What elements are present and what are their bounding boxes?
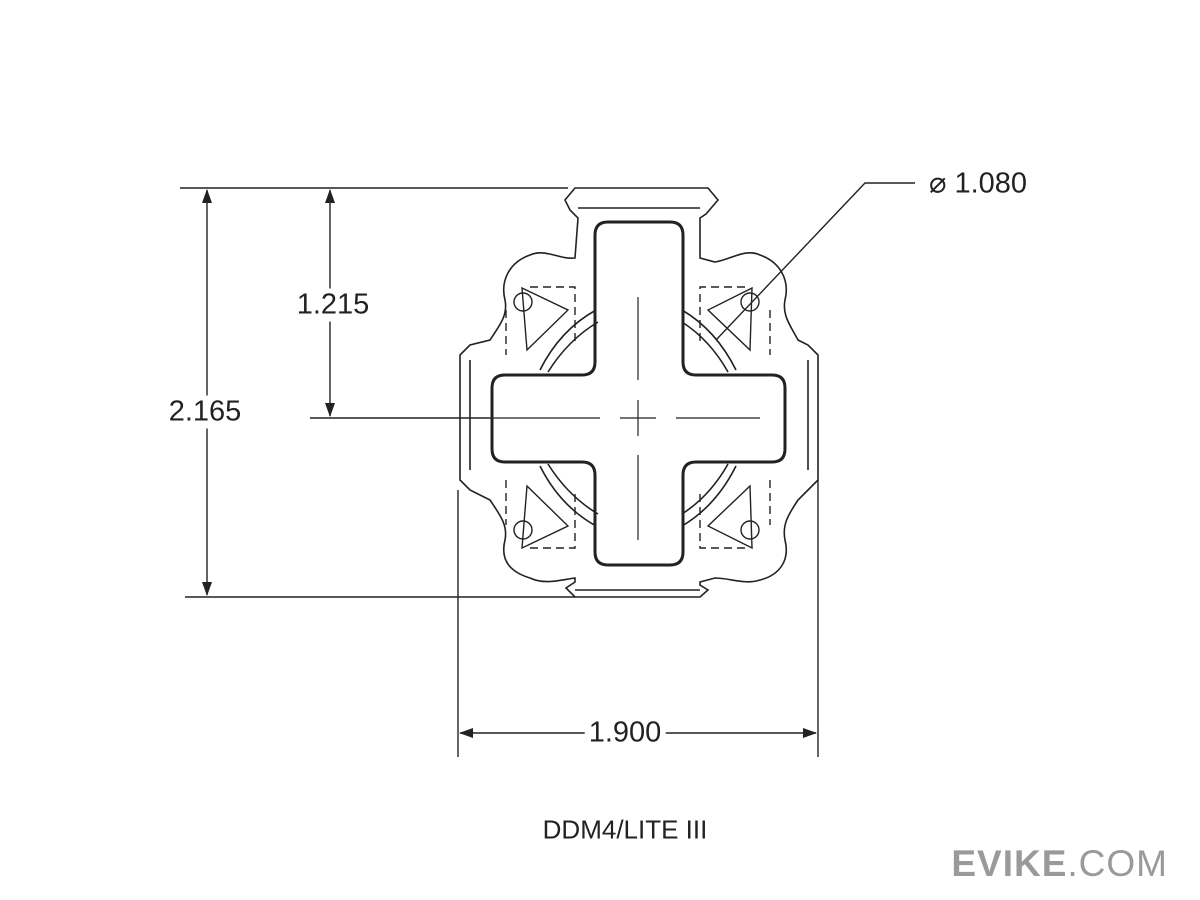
diameter-value: 1.080: [954, 167, 1028, 200]
part-outline: [459, 187, 819, 598]
hidden-lines: [505, 286, 771, 549]
drawing-title: DDM4/LITE III: [542, 814, 708, 845]
dimension-overall-height: 2.165: [164, 395, 246, 429]
watermark-logo: EVIKE.COM: [951, 843, 1168, 885]
dimension-overall-width: 1.900: [584, 716, 666, 750]
dimension-diameter: ⌀ 1.080: [924, 165, 1032, 201]
mounting-holes: [513, 286, 760, 550]
diameter-leader: [715, 182, 915, 341]
centerlines: [490, 297, 760, 540]
watermark-brand: EVIKE: [951, 843, 1068, 884]
watermark-suffix: .COM: [1067, 843, 1168, 884]
diameter-symbol-icon: ⌀: [928, 167, 947, 200]
dimension-center-height: 1.215: [292, 288, 374, 322]
cross-cutout: [490, 220, 787, 567]
